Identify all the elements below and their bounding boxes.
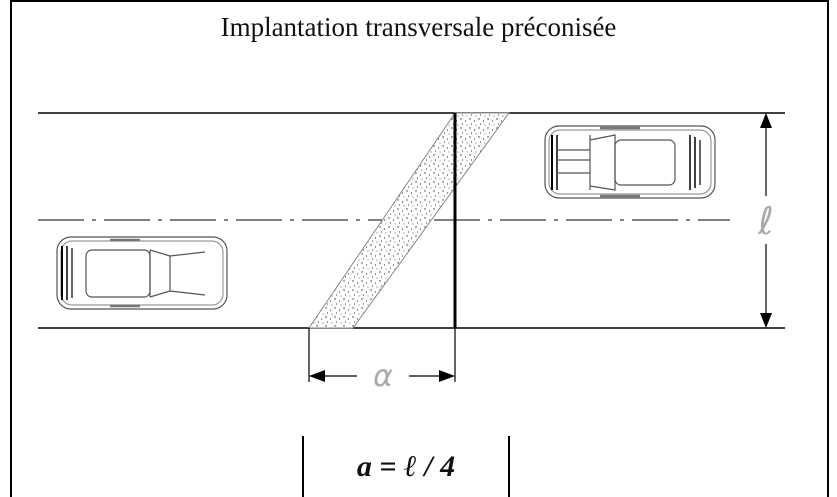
- formula-box: a = ℓ / 4: [302, 436, 510, 497]
- formula-text: a = ℓ / 4: [356, 450, 456, 483]
- width-label: ℓ: [757, 199, 774, 243]
- crosswalk-band: [308, 112, 510, 329]
- car-left: [56, 236, 228, 310]
- diagram-title: Implantation transversale préconisée: [220, 12, 617, 42]
- diagram-frame: [10, 0, 829, 497]
- offset-label: α: [373, 359, 393, 394]
- offset-dimension: [308, 328, 456, 382]
- width-dimension: [748, 113, 784, 328]
- car-right: [544, 125, 716, 199]
